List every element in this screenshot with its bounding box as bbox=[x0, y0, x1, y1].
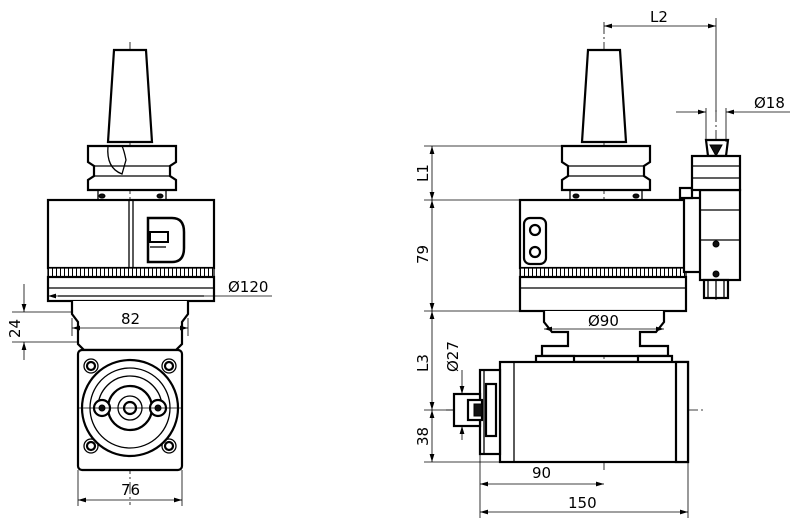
dim-90-label: 90 bbox=[532, 464, 551, 482]
dim-d27-label: Ø27 bbox=[444, 341, 462, 372]
side-scale-ring bbox=[519, 267, 687, 278]
dim-l3-label: L3 bbox=[414, 354, 432, 372]
dim-82-label: 82 bbox=[121, 310, 140, 328]
front-drive-key bbox=[107, 145, 127, 175]
side-head-body bbox=[498, 360, 690, 464]
front-taper bbox=[106, 48, 154, 144]
dim-l2-label: L2 bbox=[650, 8, 668, 26]
dim-24-label: 24 bbox=[6, 319, 24, 338]
dim-d18-label: Ø18 bbox=[754, 94, 785, 112]
side-collar bbox=[560, 144, 652, 192]
front-collar bbox=[86, 144, 178, 192]
front-view: Ø120 82 24 76 bbox=[6, 42, 272, 506]
side-view: L2 Ø18 L1 79 Ø90 L3 Ø27 38 90 bbox=[414, 8, 790, 518]
side-taper bbox=[580, 48, 628, 144]
side-housing bbox=[518, 198, 688, 270]
front-housing bbox=[46, 198, 216, 270]
dim-l1-label: L1 bbox=[414, 164, 432, 182]
dim-38-label: 38 bbox=[414, 427, 432, 446]
side-neck bbox=[540, 311, 670, 358]
dim-d120-label: Ø120 bbox=[228, 278, 268, 296]
dim-76-label: 76 bbox=[121, 481, 140, 499]
front-corner-bolts bbox=[83, 358, 177, 454]
front-scale-ring bbox=[47, 267, 215, 278]
dim-d90-label: Ø90 bbox=[588, 312, 619, 330]
dim-150-label: 150 bbox=[568, 494, 597, 512]
dim-79-label: 79 bbox=[414, 245, 432, 264]
